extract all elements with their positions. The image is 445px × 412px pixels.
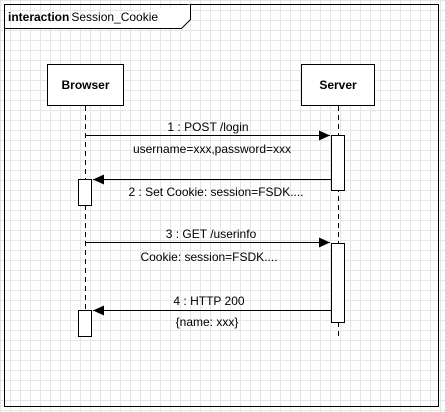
lifeline-head-browser[interactable] (47, 64, 124, 106)
activation-server-2 (331, 243, 345, 323)
message-label-2: 2 : Set Cookie: session=FSDK.... (128, 185, 303, 199)
message-note-1: username=xxx,password=xxx (133, 142, 291, 156)
message-label-4: 4 : HTTP 200 (173, 294, 244, 308)
message-arrowhead-4 (93, 305, 104, 316)
interaction-frame (4, 4, 439, 407)
activation-browser-1 (78, 179, 92, 206)
lifeline-head-server[interactable] (301, 64, 375, 106)
message-arrowhead-1 (319, 130, 330, 141)
frame-title-tab (4, 4, 191, 29)
lifeline-label-server: Server (319, 78, 357, 92)
frame-name: Session_Cookie (71, 10, 158, 24)
lifeline-label-browser: Browser (61, 78, 109, 92)
message-note-4: {name: xxx} (176, 315, 239, 329)
message-arrowhead-3 (319, 237, 330, 248)
activation-browser-2 (78, 310, 92, 337)
activation-server-1 (331, 135, 345, 191)
message-label-3: 3 : GET /userinfo (166, 227, 257, 241)
message-arrowhead-2 (93, 174, 104, 185)
message-note-3: Cookie: session=FSDK.... (140, 250, 277, 264)
message-label-1: 1 : POST /login (167, 120, 248, 134)
frame-keyword: interaction (8, 10, 69, 24)
